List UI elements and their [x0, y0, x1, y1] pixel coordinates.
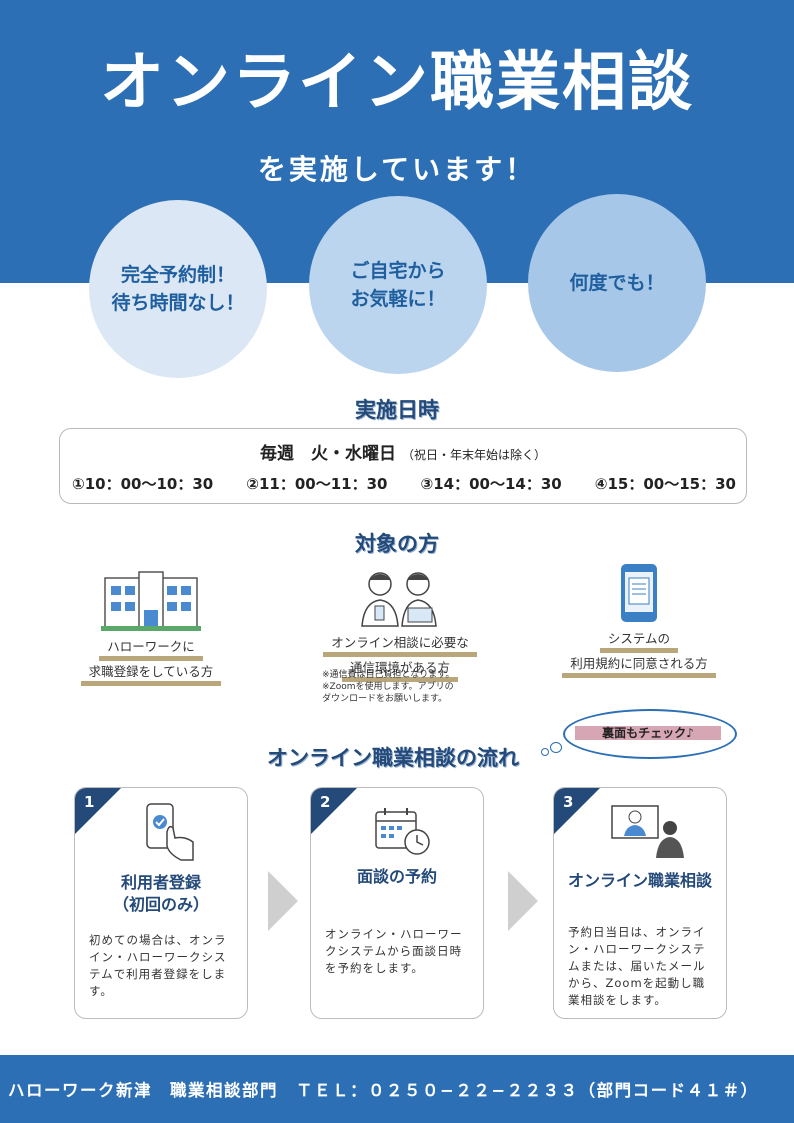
target-heading: 対象の方 [355, 532, 439, 556]
building-icon [101, 571, 201, 631]
thought-bubble-medium [550, 742, 562, 753]
step-corner [75, 788, 121, 834]
feature-circle-reservation: 完全予約制！ 待ち時間なし！ [89, 200, 267, 378]
schedule-days-text: 毎週 火・水曜日 [259, 444, 396, 464]
schedule-days: 毎週 火・水曜日 （祝日・年末年始は除く） [60, 439, 746, 464]
time-slot: ③14：00〜14：30 [420, 475, 562, 493]
target-item-registered: ハローワークに 求職登録をしている方 [66, 570, 236, 686]
step-description: 予約日当日は、オンライン・ハローワークシステムまたは、届いたメールから、Zoom… [568, 925, 706, 1007]
target-label: オンライン相談に必要な [323, 634, 477, 657]
footer-band [0, 1055, 794, 1123]
flow-arrow [268, 871, 298, 931]
step-title: オンライン職業相談 [567, 871, 712, 890]
target-item-agreement: システムの 利用規約に同意される方 [544, 562, 734, 678]
target-label: 求職登録をしている方 [80, 663, 222, 686]
people-with-devices-icon [361, 572, 437, 627]
target-item-network: オンライン相談に必要な 通信環境がある方 [302, 566, 498, 682]
target-label: 利用規約に同意される方 [562, 655, 716, 678]
step-number: 3 [563, 793, 574, 811]
step-number: 2 [320, 793, 331, 811]
step-corner [554, 788, 600, 834]
step-title: 面談の予約 [356, 867, 437, 886]
time-slot: ②11：00〜11：30 [246, 475, 388, 493]
feature-circle-home: ご自宅から お気軽に！ [309, 196, 487, 374]
target-label: システムの [599, 630, 679, 653]
step-number: 1 [84, 793, 95, 811]
smartphone-icon [621, 564, 657, 622]
flow-step-2: 2 面談の予約 オンライン・ハローワークシステムから面談日時を予約をします。 [310, 787, 484, 1019]
feature-circle-repeat: 何度でも！ [528, 194, 706, 372]
footer-contact: ハローワーク新津 職業相談部門 ＴＥＬ：０２５０−２２−２２３３（部門コード４１… [8, 1081, 759, 1100]
schedule-box: 毎週 火・水曜日 （祝日・年末年始は除く） ①10：00〜10：30 ②11：00… [59, 428, 747, 504]
main-title: オンライン職業相談 [100, 46, 694, 120]
video-call-icon [611, 805, 684, 858]
target-note: ※通信費は自己負担となります。 ※Zoomを使用します。アプリの ダウンロードを… [322, 670, 455, 704]
schedule-slots: ①10：00〜10：30 ②11：00〜11：30 ③14：00〜14：30 ④… [72, 473, 736, 494]
step-title: 利用者登録 （初回のみ） [112, 873, 209, 914]
callout-text: 裏面もチェック♪ [575, 726, 721, 740]
flow-step-1: 1 利用者登録 （初回のみ） 初めての場合は、オンライン・ハローワークシステムで… [74, 787, 248, 1019]
time-slot: ①10：00〜10：30 [72, 475, 214, 493]
time-slot: ④15：00〜15：30 [594, 475, 736, 493]
flow-heading: オンライン職業相談の流れ [267, 746, 519, 770]
flow-arrow [508, 871, 538, 931]
step-description: 初めての場合は、オンライン・ハローワークシステムで利用者登録をします。 [89, 933, 227, 998]
flow-step-3: 3 オンライン職業相談 予約日当日は、オンライン・ハローワークシステムまたは、届… [553, 787, 727, 1019]
target-label: 通信環境がある方 [341, 659, 458, 682]
schedule-heading: 実施日時 [355, 398, 439, 422]
step-description: オンライン・ハローワークシステムから面談日時を予約をします。 [325, 927, 463, 975]
schedule-days-note: （祝日・年末年始は除く） [401, 448, 546, 462]
phone-tap-icon [146, 803, 194, 861]
target-label: ハローワークに [99, 638, 203, 661]
thought-bubble-small [541, 748, 549, 756]
subtitle: を実施しています！ [257, 153, 537, 186]
step-corner [311, 788, 357, 834]
calendar-clock-icon [375, 808, 430, 855]
